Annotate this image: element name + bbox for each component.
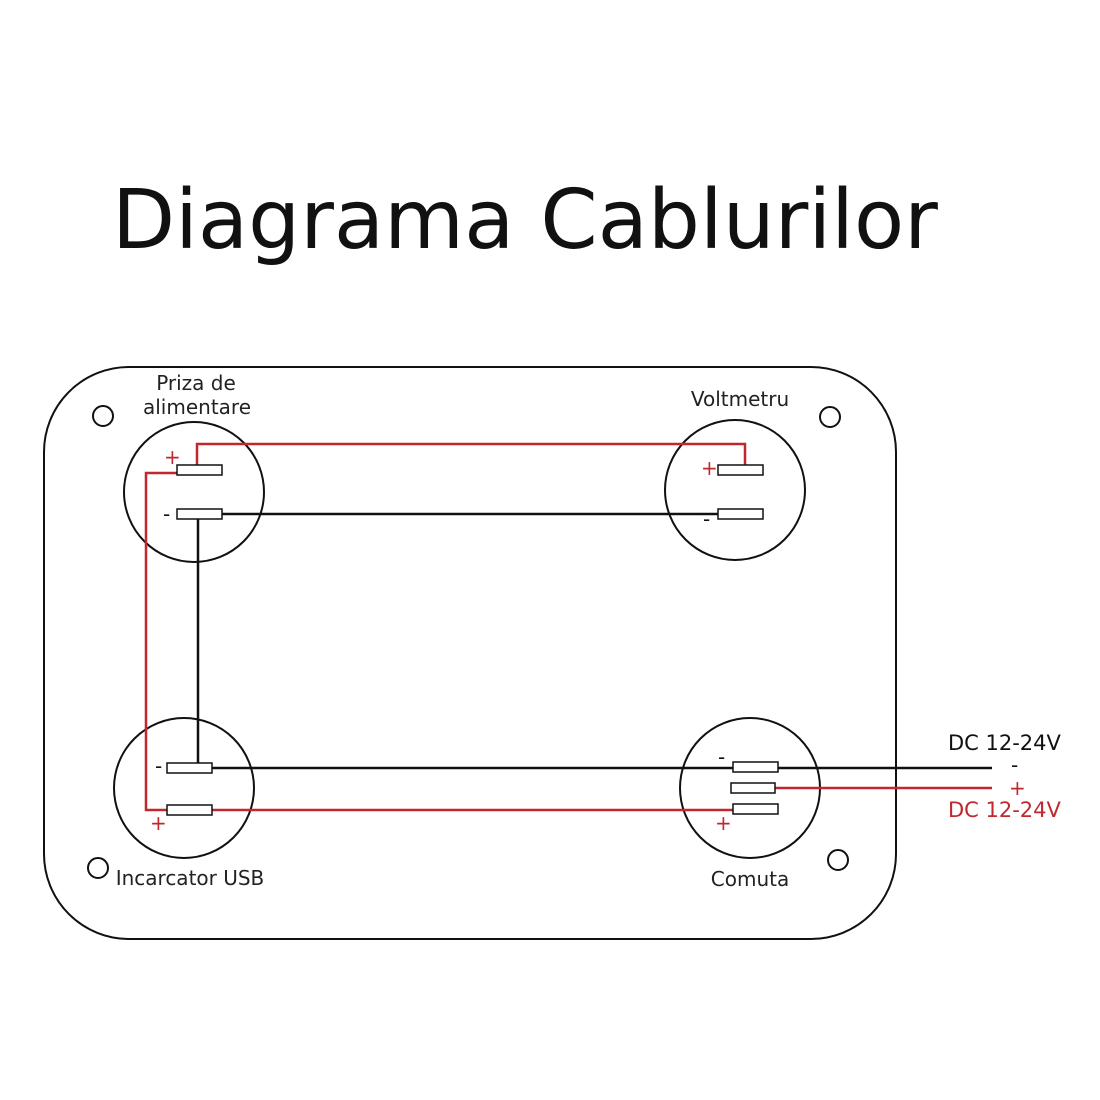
priza-label-line2: alimentare <box>143 395 251 419</box>
usb-terminal-negative <box>166 762 213 774</box>
mounting-hole-bottom-left <box>87 857 109 879</box>
wire-priza-voltmetru-positive <box>195 442 747 470</box>
priza-label-line1: Priza de <box>156 371 236 395</box>
supply-negative-label: DC 12-24V <box>948 731 1062 755</box>
usb-terminal-positive <box>166 804 213 816</box>
supply-negative-sign: - <box>1011 753 1018 777</box>
priza-minus-sign: - <box>163 502 170 526</box>
priza-circle <box>123 421 265 563</box>
priza-plus-sign: + <box>164 445 181 469</box>
voltmetru-terminal-negative <box>717 508 764 520</box>
wire-priza-usb-positive <box>144 471 177 812</box>
panel-outline <box>43 366 897 940</box>
comuta-terminal-negative <box>732 761 779 773</box>
comuta-minus-sign: - <box>718 745 725 769</box>
comuta-plus-sign: + <box>715 811 732 835</box>
supply-positive-sign: + <box>1009 776 1026 800</box>
voltmetru-minus-sign: - <box>703 507 710 531</box>
comuta-label: Comuta <box>711 867 789 891</box>
supply-positive-label: DC 12-24V <box>948 798 1062 822</box>
comuta-terminal-middle <box>730 782 776 794</box>
usb-plus-sign: + <box>150 811 167 835</box>
priza-terminal-positive <box>176 464 223 476</box>
comuta-terminal-positive <box>732 803 779 815</box>
usb-circle <box>113 717 255 859</box>
usb-label: Incarcator USB <box>116 866 265 890</box>
voltmetru-terminal-positive <box>717 464 764 476</box>
mounting-hole-top-right <box>819 406 841 428</box>
mounting-hole-top-left <box>92 405 114 427</box>
usb-minus-sign: - <box>155 754 162 778</box>
voltmetru-circle <box>664 419 806 561</box>
mounting-hole-bottom-right <box>827 849 849 871</box>
priza-terminal-negative <box>176 508 223 520</box>
voltmetru-label: Voltmetru <box>691 387 789 411</box>
page-title: Diagrama Cablurilor <box>112 173 938 268</box>
voltmetru-plus-sign: + <box>701 456 718 480</box>
